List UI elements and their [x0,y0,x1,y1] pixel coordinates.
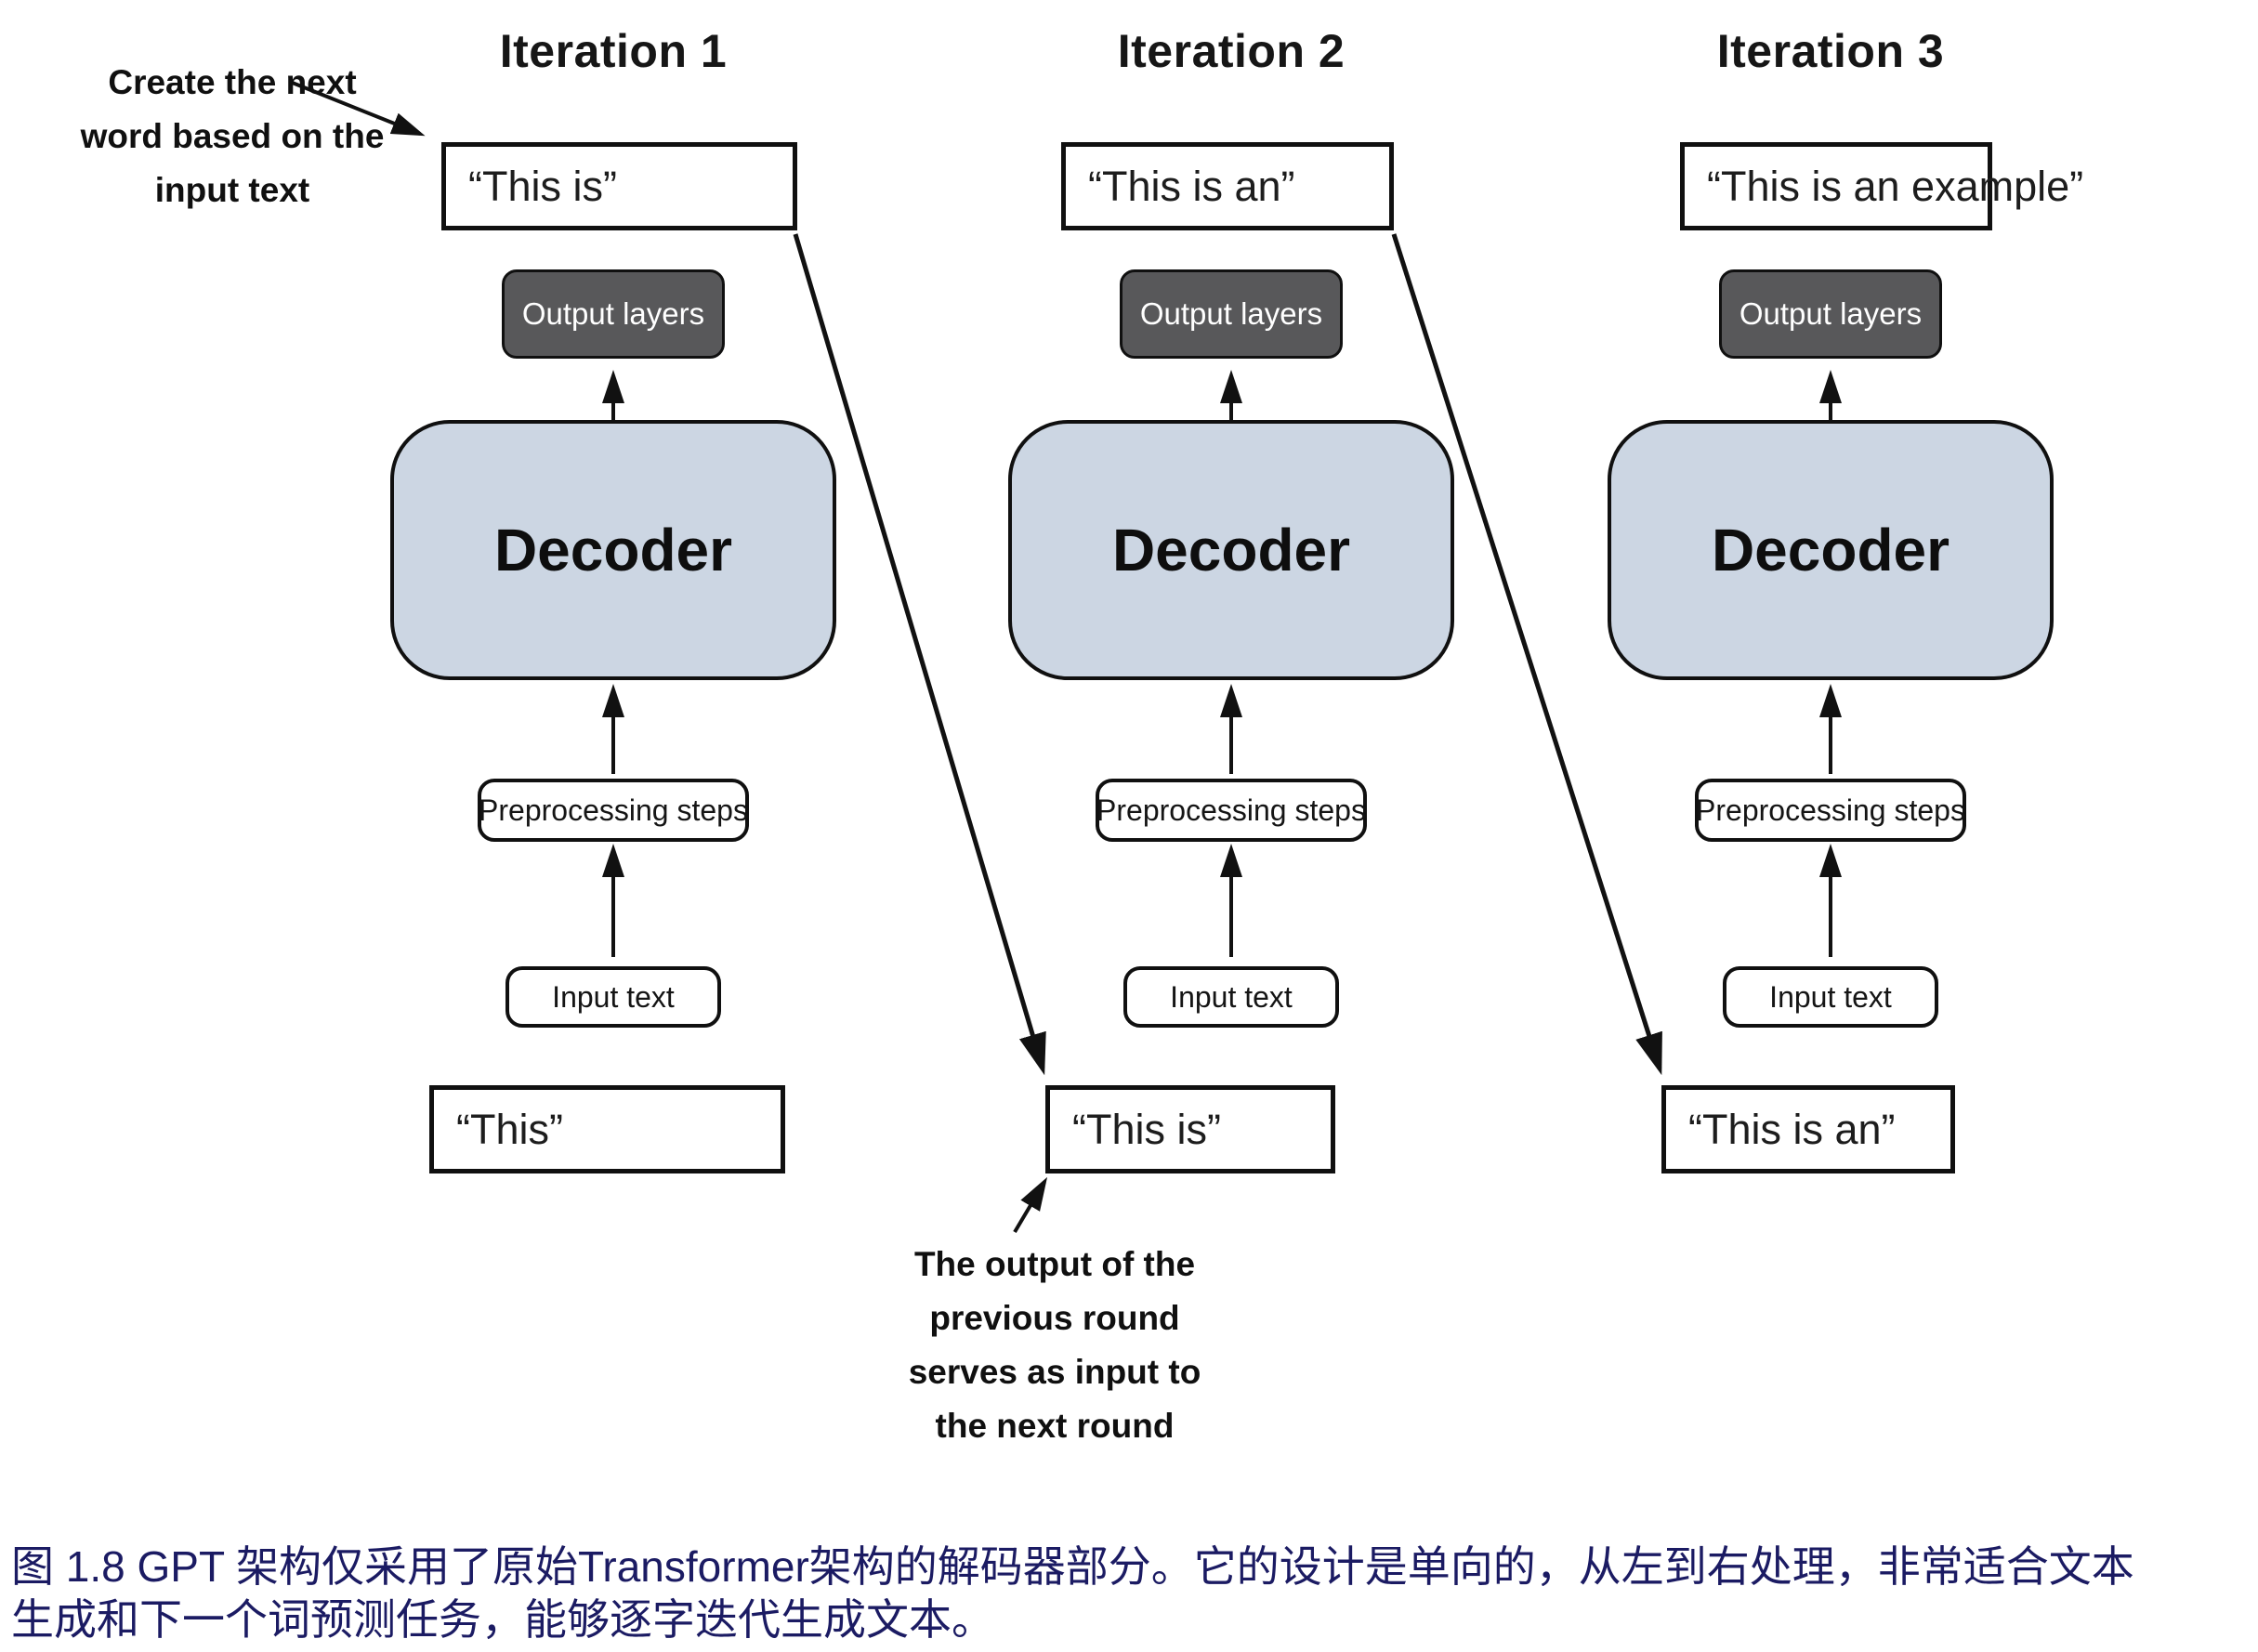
output-feedback-annotation: The output of the previous round serves … [869,1238,1241,1453]
preprocessing-steps-box-2: Preprocessing steps [1096,779,1367,842]
round-input-text-box-1: “This” [429,1085,785,1173]
figure-caption: 图 1.8 GPT 架构仅采用了原始Transformer架构的解码器部分。它的… [11,1541,2252,1646]
annotation-line: the next round [935,1407,1175,1445]
input-text-box-1: Input text [505,966,721,1028]
annotation-line: input text [154,171,310,209]
round-input-text-box-2: “This is” [1045,1085,1335,1173]
input-text-box-2: Input text [1123,966,1339,1028]
generated-text-box-2: “This is an” [1061,142,1394,230]
decoder-box-1: Decoder [390,420,836,680]
arrow-output1-to-input2 [793,233,1046,1076]
output-layers-box-3: Output layers [1719,269,1942,359]
preprocessing-steps-box-3: Preprocessing steps [1695,779,1966,842]
iteration-1-title: Iteration 1 [499,25,728,77]
annotation-line: previous round [929,1299,1180,1337]
output-layers-box-2: Output layers [1120,269,1343,359]
output-layers-box-1: Output layers [502,269,725,359]
decoder-box-2: Decoder [1008,420,1454,680]
annotation-line: The output of the [913,1245,1196,1283]
annotation-line: serves as input to [908,1353,1201,1391]
generated-text-box-3: “This is an example” [1680,142,2083,230]
input-text-box-3: Input text [1723,966,1938,1028]
figure-caption-line-1: 图 1.8 GPT 架构仅采用了原始Transformer架构的解码器部分。它的… [11,1542,2134,1591]
arrow-feedback-note-to-box [1013,1176,1048,1234]
iteration-2-title: Iteration 2 [1117,25,1346,77]
create-next-word-annotation: Create the next word based on the input … [46,56,418,217]
round-input-text-box-3: “This is an” [1661,1085,1955,1173]
annotation-line: word based on the [80,117,385,155]
preprocessing-steps-box-1: Preprocessing steps [478,779,749,842]
generated-text-box-1: “This is” [441,142,797,230]
annotation-line: Create the next [108,63,357,101]
figure-caption-line-2: 生成和下一个词预测任务，能够逐字迭代生成文本。 [11,1595,994,1644]
iteration-3-title: Iteration 3 [1716,25,1945,77]
decoder-box-3: Decoder [1608,420,2054,680]
